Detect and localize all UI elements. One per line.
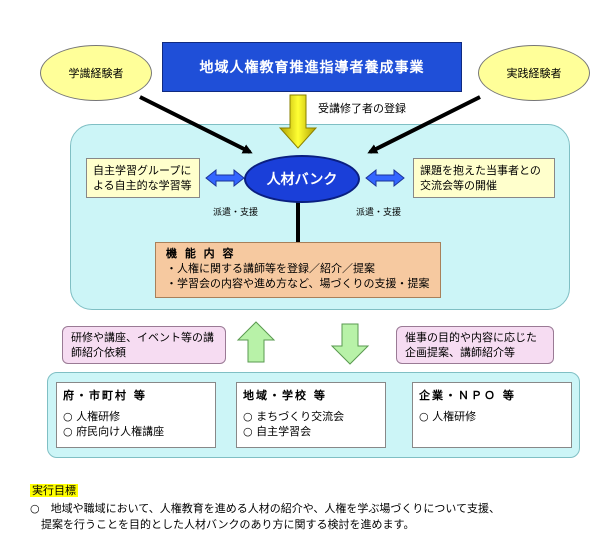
- human-resource-bank: 人材バンク: [244, 155, 360, 203]
- arrow-from-academic: [139, 95, 253, 154]
- double-arrow-right: [365, 168, 405, 188]
- group-item: ○ 府民向け人権講座: [63, 425, 165, 438]
- arrow-up-request: [236, 321, 276, 363]
- self-study-box: 自主学習グループによる自主的な学習等: [86, 158, 200, 198]
- function-item: ・学習会の内容や進め方など、場づくりの支援・提案: [166, 277, 430, 290]
- group-title: 企業・ＮＰＯ 等: [419, 389, 516, 402]
- goal-text-line: 提案を行うことを目的とした人材バンクのあり方に関する検討を進めます。: [30, 518, 415, 531]
- dispatch-support-left: 派遣・支援: [213, 208, 259, 218]
- dispatch-support-right: 派遣・支援: [356, 208, 402, 218]
- self-study-text: 自主学習グループによる自主的な学習等: [93, 164, 192, 192]
- exchange-meeting-box: 課題を抱えた当事者との交流会等の開催: [413, 158, 555, 198]
- callout-request: 研修や講座、イベント等の講師紹介依頼: [62, 326, 226, 364]
- double-arrow-left: [205, 168, 245, 188]
- functions-box: 機 能 内 容 ・人権に関する講師等を登録／紹介／提案 ・学習会の内容や進め方な…: [155, 242, 441, 298]
- group-item: ○ 自主学習会: [243, 425, 312, 438]
- group-companies-npo: 企業・ＮＰＯ 等 ○ 人権研修: [412, 382, 572, 448]
- group-prefecture: 府・市町村 等 ○ 人権研修 ○ 府民向け人権講座: [56, 382, 216, 448]
- goal-text-line: ○ 地域や職域において、人権教育を進める人材の紹介や、人権を学ぶ場づくりについて…: [30, 502, 501, 515]
- registration-label: 受講修了者の登録: [318, 102, 406, 115]
- goal-label: 実行目標: [30, 484, 78, 497]
- callout-proposal-text: 催事の目的や内容に応じた企画提案、講師紹介等: [405, 331, 537, 359]
- arrow-registration: [278, 94, 318, 149]
- callout-request-text: 研修や講座、イベント等の講師紹介依頼: [71, 331, 214, 359]
- function-item: ・人権に関する講師等を登録／紹介／提案: [166, 262, 375, 275]
- oval-practitioners: 実践経験者: [478, 45, 590, 101]
- group-title: 府・市町村 等: [63, 389, 147, 402]
- group-community-school: 地域・学校 等 ○ まちづくり交流会 ○ 自主学習会: [236, 382, 386, 448]
- group-title: 地域・学校 等: [243, 389, 327, 402]
- group-item: ○ まちづくり交流会: [243, 410, 345, 423]
- arrow-down-proposal: [330, 323, 370, 365]
- group-item: ○ 人権研修: [63, 410, 121, 423]
- oval-academic-experts: 学識経験者: [40, 45, 152, 101]
- arrow-from-practitioner: [367, 95, 481, 154]
- exchange-meeting-text: 課題を抱えた当事者との交流会等の開催: [420, 164, 541, 192]
- goal-section: 実行目標 ○ 地域や職域において、人権教育を進める人材の紹介や、人権を学ぶ場づく…: [30, 479, 590, 533]
- program-title: 地域人権教育推進指導者養成事業: [162, 42, 462, 92]
- callout-proposal: 催事の目的や内容に応じた企画提案、講師紹介等: [396, 326, 554, 364]
- functions-title: 機 能 内 容: [166, 247, 236, 260]
- group-item: ○ 人権研修: [419, 410, 477, 423]
